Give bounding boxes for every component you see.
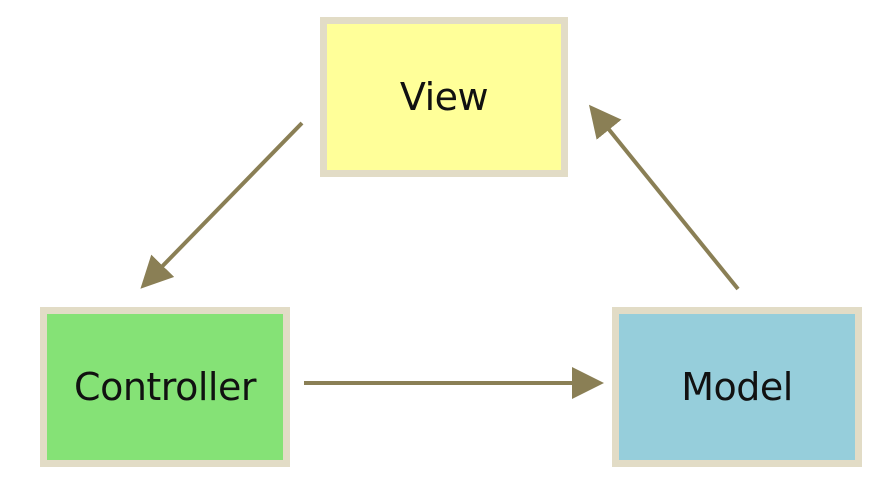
- arrow-model-to-view: [588, 104, 740, 291]
- model-label: Model: [681, 365, 793, 409]
- model-node: Model: [612, 307, 862, 467]
- controller-label: Controller: [74, 365, 256, 409]
- view-node: View: [320, 17, 568, 177]
- controller-node: Controller: [40, 307, 290, 467]
- view-label: View: [399, 75, 489, 119]
- arrow-view-to-controller: [140, 121, 304, 289]
